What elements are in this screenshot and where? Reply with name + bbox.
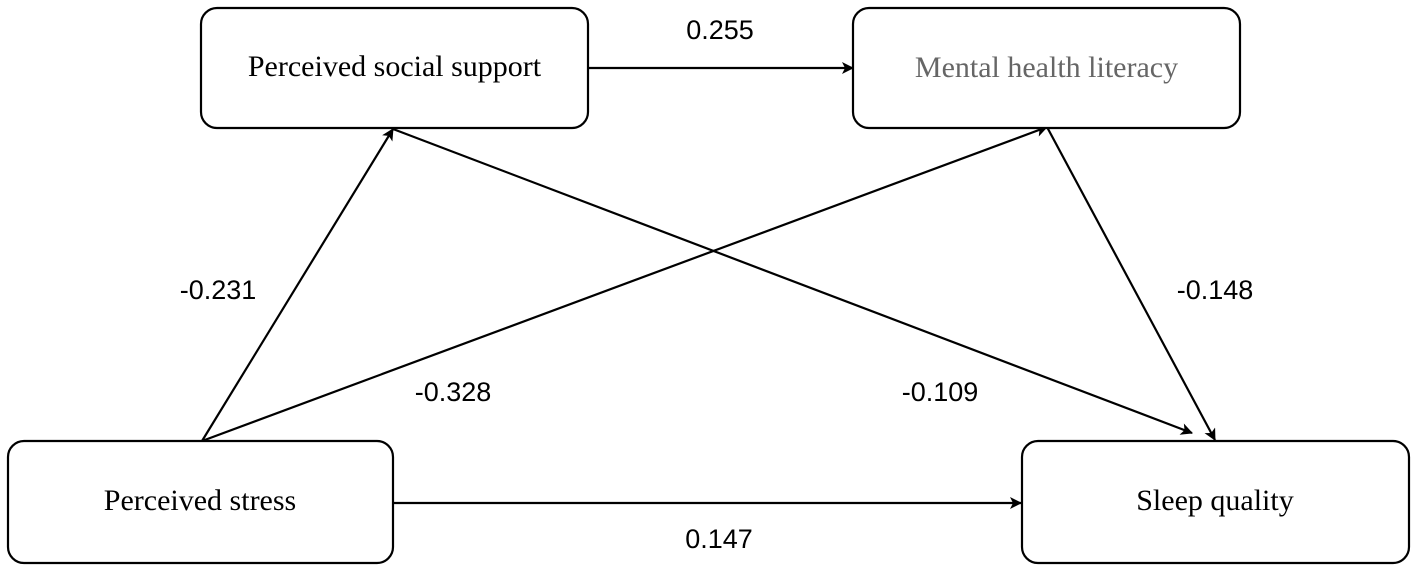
edge-label-support-to-sleep: -0.109 [902, 377, 979, 407]
arrow-support-to-sleep [392, 127, 1193, 435]
node-label-social-support: Perceived social support [248, 50, 542, 83]
arrow-stress-to-literacy [201, 125, 1048, 443]
node-perceived-social-support: Perceived social support [199, 6, 590, 130]
edge-label-literacy-to-sleep: -0.148 [1177, 275, 1254, 305]
edge-label-support-to-literacy: 0.255 [686, 15, 754, 45]
node-perceived-stress: Perceived stress [6, 439, 395, 565]
node-label-sleep: Sleep quality [1136, 484, 1293, 517]
arrow-stress-to-support [201, 128, 394, 442]
edge-label-stress-to-support: -0.231 [180, 275, 257, 305]
node-sleep-quality: Sleep quality [1020, 439, 1411, 565]
node-label-mental-health: Mental health literacy [915, 51, 1178, 84]
node-label-stress: Perceived stress [104, 484, 296, 517]
node-mental-health-literacy: Mental health literacy [851, 6, 1242, 130]
edge-label-stress-to-sleep: 0.147 [685, 524, 753, 554]
arrow-literacy-to-sleep [1046, 126, 1216, 441]
edge-label-stress-to-literacy: -0.328 [415, 377, 492, 407]
